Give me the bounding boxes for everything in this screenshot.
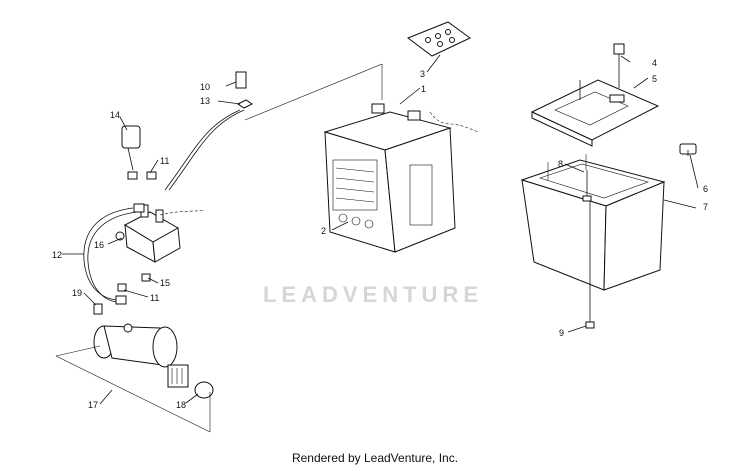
battery-box <box>520 154 666 291</box>
callout-12: 12 <box>52 250 62 260</box>
battery-warning-labels <box>332 159 378 229</box>
footer-credit: Rendered by LeadVenture, Inc. <box>292 451 458 465</box>
starter-solenoid <box>115 204 181 263</box>
callout-10: 10 <box>200 82 210 92</box>
watermark: LEADVENTURE <box>263 282 483 307</box>
callout-17: 17 <box>88 400 98 410</box>
bracket-17 <box>55 345 211 433</box>
callout-15: 15 <box>160 278 170 288</box>
callout-16: 16 <box>94 240 104 250</box>
starter-motor <box>93 323 189 388</box>
o-ring <box>194 381 214 399</box>
bolt-19 <box>93 303 103 315</box>
callout-7: 7 <box>703 202 708 212</box>
battery-tray-plate <box>530 79 660 147</box>
lower-nuts <box>117 273 151 292</box>
starter-cable <box>83 203 145 305</box>
battery <box>323 103 456 253</box>
callout-19: 19 <box>72 288 82 298</box>
callout-9: 9 <box>559 328 564 338</box>
callout-8: 8 <box>558 159 563 169</box>
callout-4: 4 <box>652 58 657 68</box>
terminal-hardware-kit <box>406 21 471 57</box>
callout-2: 2 <box>321 226 326 236</box>
callout-1: 1 <box>421 84 426 94</box>
callout-5: 5 <box>652 74 657 84</box>
wing-bolt <box>613 43 625 88</box>
nut-upper <box>127 171 157 180</box>
callout-6: 6 <box>703 184 708 194</box>
box-bolt-8 <box>582 170 592 202</box>
leader-lines <box>62 54 699 405</box>
box-nut-9 <box>585 201 595 329</box>
callout-3: 3 <box>420 69 425 79</box>
callout-11-lower: 11 <box>150 293 159 303</box>
rubber-cap <box>679 143 697 156</box>
callout-11-upper: 11 <box>160 156 169 166</box>
terminal-boot <box>121 125 141 171</box>
callout-13: 13 <box>200 96 210 106</box>
positive-cable <box>164 63 383 191</box>
callout-14: 14 <box>110 110 120 120</box>
callout-18: 18 <box>176 400 186 410</box>
